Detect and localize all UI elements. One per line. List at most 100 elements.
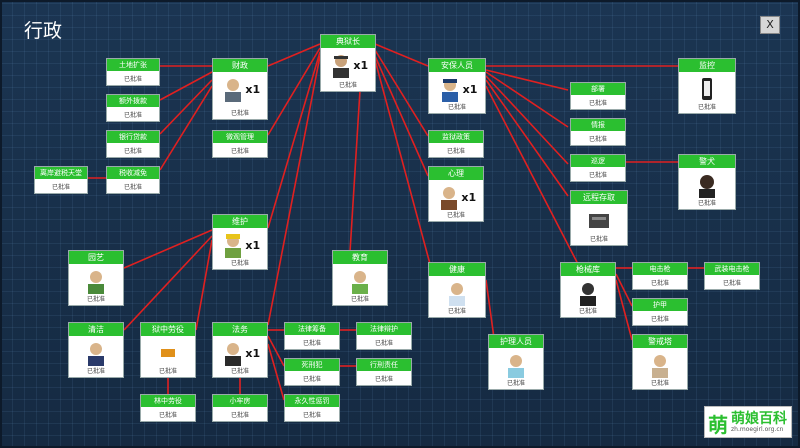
node-label: 警戒塔	[633, 335, 687, 348]
node-psych[interactable]: 心理 x1 已批准	[428, 166, 484, 222]
node-tax-haven[interactable]: 离岸避税天堂已批准	[34, 166, 88, 194]
foreman-portrait-icon	[225, 234, 241, 258]
watermark-mark: 萌	[708, 413, 728, 437]
node-label: 林中劳役	[141, 395, 195, 407]
node-clean[interactable]: 清洁 已批准	[68, 322, 124, 378]
node-status: 已批准	[446, 212, 465, 219]
node-status: 已批准	[374, 340, 393, 347]
node-permanent-punishment[interactable]: 永久性惩罚已批准	[284, 394, 340, 422]
node-status: 已批准	[650, 316, 669, 323]
node-forest-labor[interactable]: 林中劳役已批准	[140, 394, 196, 422]
node-deploy[interactable]: 部署已批准	[570, 82, 626, 110]
node-label: 教育	[333, 251, 387, 264]
node-label: 清洁	[69, 323, 123, 336]
node-status: 已批准	[650, 380, 669, 387]
node-label: 警犬	[679, 155, 735, 168]
page-title: 行政	[24, 20, 63, 42]
node-status: 已批准	[230, 412, 249, 419]
node-armor[interactable]: 护甲已批准	[632, 298, 688, 326]
node-label: 健康	[429, 263, 485, 276]
node-legal[interactable]: 法务 x1 已批准	[212, 322, 268, 378]
node-status: 已批准	[447, 308, 466, 315]
node-education[interactable]: 教育 已批准	[332, 250, 388, 306]
license-plate-icon	[161, 349, 175, 357]
node-status: 已批准	[506, 380, 525, 387]
node-status: 已批准	[722, 280, 741, 287]
node-label: 银行贷款	[107, 131, 159, 143]
node-status: 已批准	[158, 368, 177, 375]
node-labor[interactable]: 狱中劳役 已批准	[140, 322, 196, 378]
chief-portrait-icon	[442, 79, 458, 102]
node-label: 部署	[571, 83, 625, 95]
node-finance[interactable]: 财政 x1 已批准	[212, 58, 268, 120]
node-status: 已批准	[447, 104, 466, 111]
staff-count: x1	[461, 191, 477, 204]
node-legal-prep[interactable]: 法律筹备已批准	[284, 322, 340, 350]
node-status: 已批准	[302, 340, 321, 347]
node-armed-taser[interactable]: 武装电击枪已批准	[704, 262, 760, 290]
node-tax[interactable]: 税收减免已批准	[106, 166, 160, 194]
node-garden[interactable]: 园艺 已批准	[68, 250, 124, 306]
node-extra[interactable]: 额外拨款已批准	[106, 94, 160, 122]
node-maintenance[interactable]: 维护 x1 已批准	[212, 214, 268, 270]
node-remote[interactable]: 远程存取 已批准	[570, 190, 628, 246]
node-label: 离岸避税天堂	[35, 167, 87, 179]
node-monitor[interactable]: 监控 已批准	[678, 58, 736, 114]
node-intel[interactable]: 情报已批准	[570, 118, 626, 146]
accountant-portrait-icon	[225, 79, 241, 102]
staff-count: x1	[353, 59, 369, 72]
lawyer-portrait-icon	[225, 343, 241, 366]
node-patrol[interactable]: 巡逻已批准	[570, 154, 626, 182]
node-label: 法律辩护	[357, 323, 411, 335]
node-label: 土地扩张	[107, 59, 159, 71]
node-status: 已批准	[230, 260, 249, 267]
node-label: 永久性惩罚	[285, 395, 339, 407]
node-status: 已批准	[86, 368, 105, 375]
close-button[interactable]: X	[760, 16, 780, 34]
node-legal-defense[interactable]: 法律辩护已批准	[356, 322, 412, 350]
node-armory[interactable]: 枪械库 已批准	[560, 262, 616, 318]
node-loan[interactable]: 银行贷款已批准	[106, 130, 160, 158]
node-tower[interactable]: 警戒塔 已批准	[632, 334, 688, 390]
node-status: 已批准	[302, 412, 321, 419]
phone-icon	[702, 78, 712, 100]
node-label: 税收减免	[107, 167, 159, 179]
node-status: 已批准	[230, 110, 249, 117]
node-label: 法务	[213, 323, 267, 336]
node-label: 情报	[571, 119, 625, 131]
watermark-url: zh.moegirl.org.cn	[731, 426, 784, 433]
node-status: 已批准	[230, 148, 249, 155]
node-status: 已批准	[589, 236, 608, 243]
node-taser[interactable]: 电击枪已批准	[632, 262, 688, 290]
node-warden[interactable]: 典狱长 x1 已批准	[320, 34, 376, 92]
node-security[interactable]: 安保人员 x1 已批准	[428, 58, 486, 114]
node-status: 已批准	[446, 148, 465, 155]
node-execution-liability[interactable]: 行刑责任已批准	[356, 358, 412, 386]
node-status: 已批准	[650, 280, 669, 287]
node-label: 死刑犯	[285, 359, 339, 371]
node-status: 已批准	[588, 136, 607, 143]
node-small-cell[interactable]: 小牢房已批准	[212, 394, 268, 422]
staff-count: x1	[245, 239, 261, 252]
node-death-row[interactable]: 死刑犯已批准	[284, 358, 340, 386]
doctor-icon	[449, 283, 465, 306]
staff-count: x1	[245, 83, 261, 96]
node-micromanage[interactable]: 微观管理已批准	[212, 130, 268, 158]
node-health[interactable]: 健康 已批准	[428, 262, 486, 318]
armed-guard-icon	[580, 283, 596, 306]
node-status: 已批准	[338, 82, 357, 89]
node-status: 已批准	[350, 296, 369, 303]
node-label: 监控	[679, 59, 735, 72]
node-label: 典狱长	[321, 35, 375, 48]
node-nurse[interactable]: 护理人员 已批准	[488, 334, 544, 390]
node-land[interactable]: 土地扩张已批准	[106, 58, 160, 86]
node-prison-policy[interactable]: 监狱政策已批准	[428, 130, 484, 158]
node-label: 监狱政策	[429, 131, 483, 143]
dog-handler-icon	[699, 175, 715, 198]
node-status: 已批准	[588, 172, 607, 179]
node-status: 已批准	[374, 376, 393, 383]
node-status: 已批准	[158, 412, 177, 419]
node-dogs[interactable]: 警犬 已批准	[678, 154, 736, 210]
watermark-logo: 萌 萌娘百科 zh.moegirl.org.cn	[704, 406, 792, 438]
